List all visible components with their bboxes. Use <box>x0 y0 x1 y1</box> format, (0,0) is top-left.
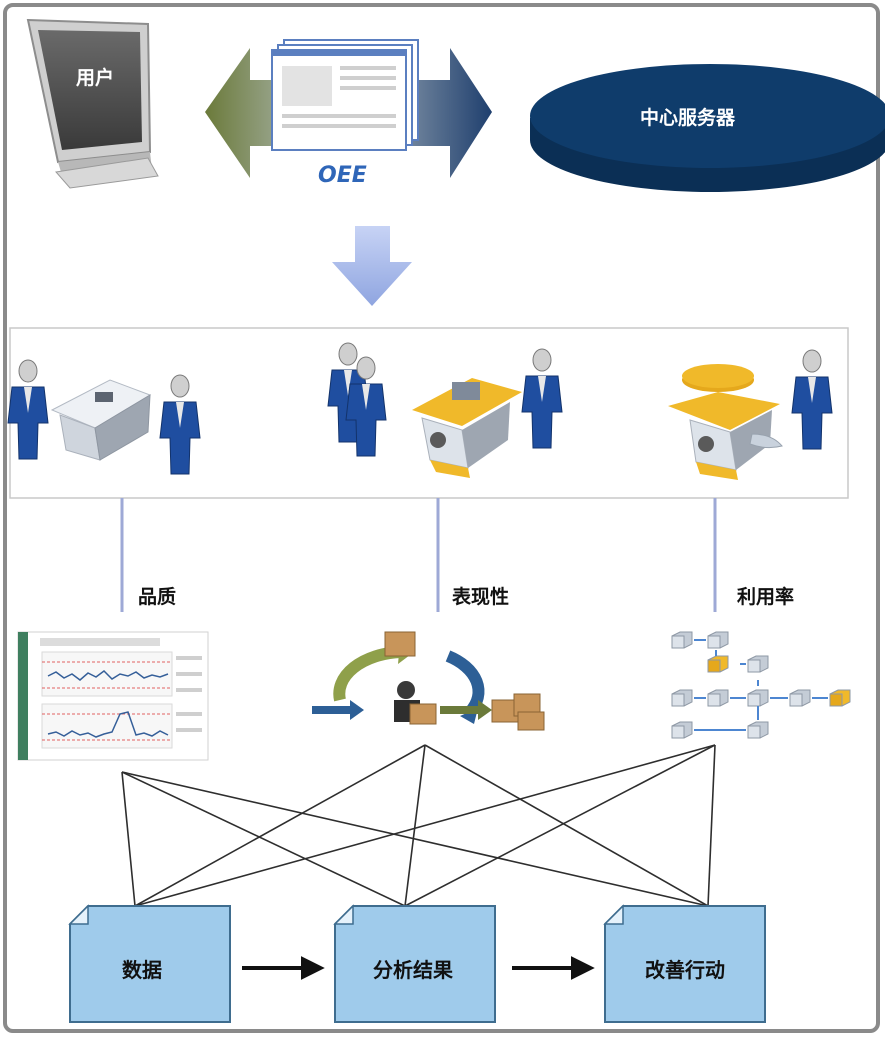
machine-quality-icon <box>50 379 152 461</box>
flow-node <box>747 655 769 673</box>
connection-lines <box>121 744 716 907</box>
connection-line <box>134 744 426 907</box>
flow-node <box>671 721 693 739</box>
box-label-action: 改善行动 <box>645 958 725 982</box>
outer-frame <box>3 3 880 1033</box>
person-icon <box>345 356 387 457</box>
connection-line <box>121 771 709 907</box>
flow-node <box>671 689 693 707</box>
user-label: 用户 <box>76 66 114 89</box>
flow-node <box>707 631 729 649</box>
machine-performance-icon <box>412 378 522 478</box>
process-box <box>333 904 496 1023</box>
connection-line <box>134 744 716 907</box>
flow-node <box>829 689 851 707</box>
control-chart-thumbnail <box>17 631 209 761</box>
server-icon <box>530 64 885 192</box>
person-icon <box>159 374 201 475</box>
flow-node <box>707 655 729 673</box>
branch-label-performance: 表现性 <box>452 586 510 608</box>
document-icon <box>271 39 419 151</box>
process-boxes <box>68 904 766 1023</box>
branch-label-utilization: 利用率 <box>737 586 795 608</box>
box-label-data: 数据 <box>122 958 162 982</box>
machine-utilization-icon <box>668 364 783 480</box>
operators <box>7 342 833 475</box>
utilization-flow-illustration <box>671 631 851 739</box>
performance-cycle-illustration <box>312 631 545 731</box>
flow-node <box>707 689 729 707</box>
connection-line <box>404 744 426 907</box>
connection-line <box>707 744 716 907</box>
person-icon <box>7 359 49 460</box>
person-icon <box>521 348 563 449</box>
person-icon <box>791 349 833 450</box>
branch-label-quality: 品质 <box>138 586 177 608</box>
process-box <box>603 904 766 1023</box>
connection-line <box>121 771 406 907</box>
flow-node <box>789 689 811 707</box>
box-label-analysis: 分析结果 <box>373 958 453 982</box>
server-label: 中心服务器 <box>640 106 736 129</box>
flow-node <box>747 689 769 707</box>
connection-line <box>404 744 716 907</box>
flow-node <box>671 631 693 649</box>
connection-line <box>121 771 136 907</box>
process-box <box>68 904 231 1023</box>
monitor-icon <box>26 18 159 189</box>
oee-label: OEE <box>318 163 367 188</box>
connection-line <box>424 744 709 907</box>
down-arrow <box>332 226 412 306</box>
flow-node <box>747 721 769 739</box>
